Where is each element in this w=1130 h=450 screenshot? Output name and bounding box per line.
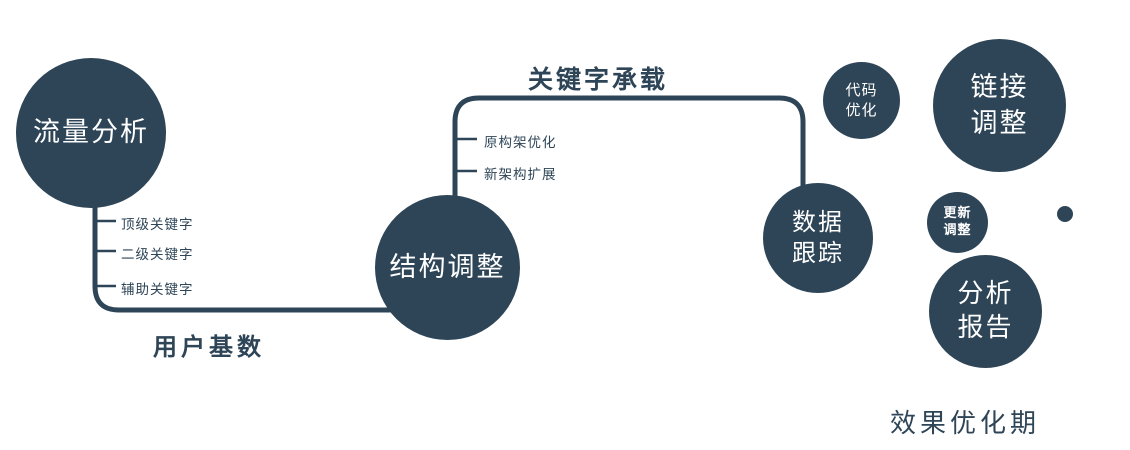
footer-phase-label: 效果优化期 xyxy=(890,409,1041,439)
node-link-adjustment-line1: 链接 xyxy=(970,72,1029,104)
node-analysis-report-line1: 分析 xyxy=(957,278,1014,309)
node-analysis-report: 分析 报告 xyxy=(929,255,1042,368)
branch-top-keyword-label: 顶级关键字 xyxy=(121,217,194,233)
node-structure-adjustment-label: 结构调整 xyxy=(389,251,506,283)
node-data-tracking-line1: 数据 xyxy=(792,207,844,236)
edge-structure-to-tracking xyxy=(452,95,806,215)
branch-original-arch-label: 原构架优化 xyxy=(484,135,557,151)
branch-aux-keyword-label: 辅助关键字 xyxy=(121,282,194,298)
node-code-optimization: 代码 优化 xyxy=(823,62,900,139)
node-traffic-analysis-label: 流量分析 xyxy=(33,117,149,149)
node-update-adjustment: 更新 调整 xyxy=(927,192,988,253)
branch-new-arch-label: 新架构扩展 xyxy=(484,167,557,183)
decorative-dot xyxy=(1057,206,1073,222)
node-code-optimization-line2: 优化 xyxy=(845,100,878,119)
node-data-tracking: 数据 跟踪 xyxy=(763,183,873,293)
edge-label-keyword-carrying: 关键字承载 xyxy=(528,65,669,94)
branch-second-keyword-label: 二级关键字 xyxy=(121,247,194,263)
edge-label-user-base: 用户基数 xyxy=(153,333,265,361)
node-analysis-report-line2: 报告 xyxy=(957,312,1014,343)
node-structure-adjustment: 结构调整 xyxy=(375,195,520,340)
node-code-optimization-line1: 代码 xyxy=(845,81,878,99)
node-update-adjustment-line2: 调整 xyxy=(943,222,972,238)
node-data-tracking-line2: 跟踪 xyxy=(792,239,844,267)
node-update-adjustment-line1: 更新 xyxy=(943,205,972,221)
node-traffic-analysis: 流量分析 xyxy=(16,58,166,208)
node-link-adjustment: 链接 调整 xyxy=(933,39,1066,172)
node-link-adjustment-line2: 调整 xyxy=(970,107,1029,139)
